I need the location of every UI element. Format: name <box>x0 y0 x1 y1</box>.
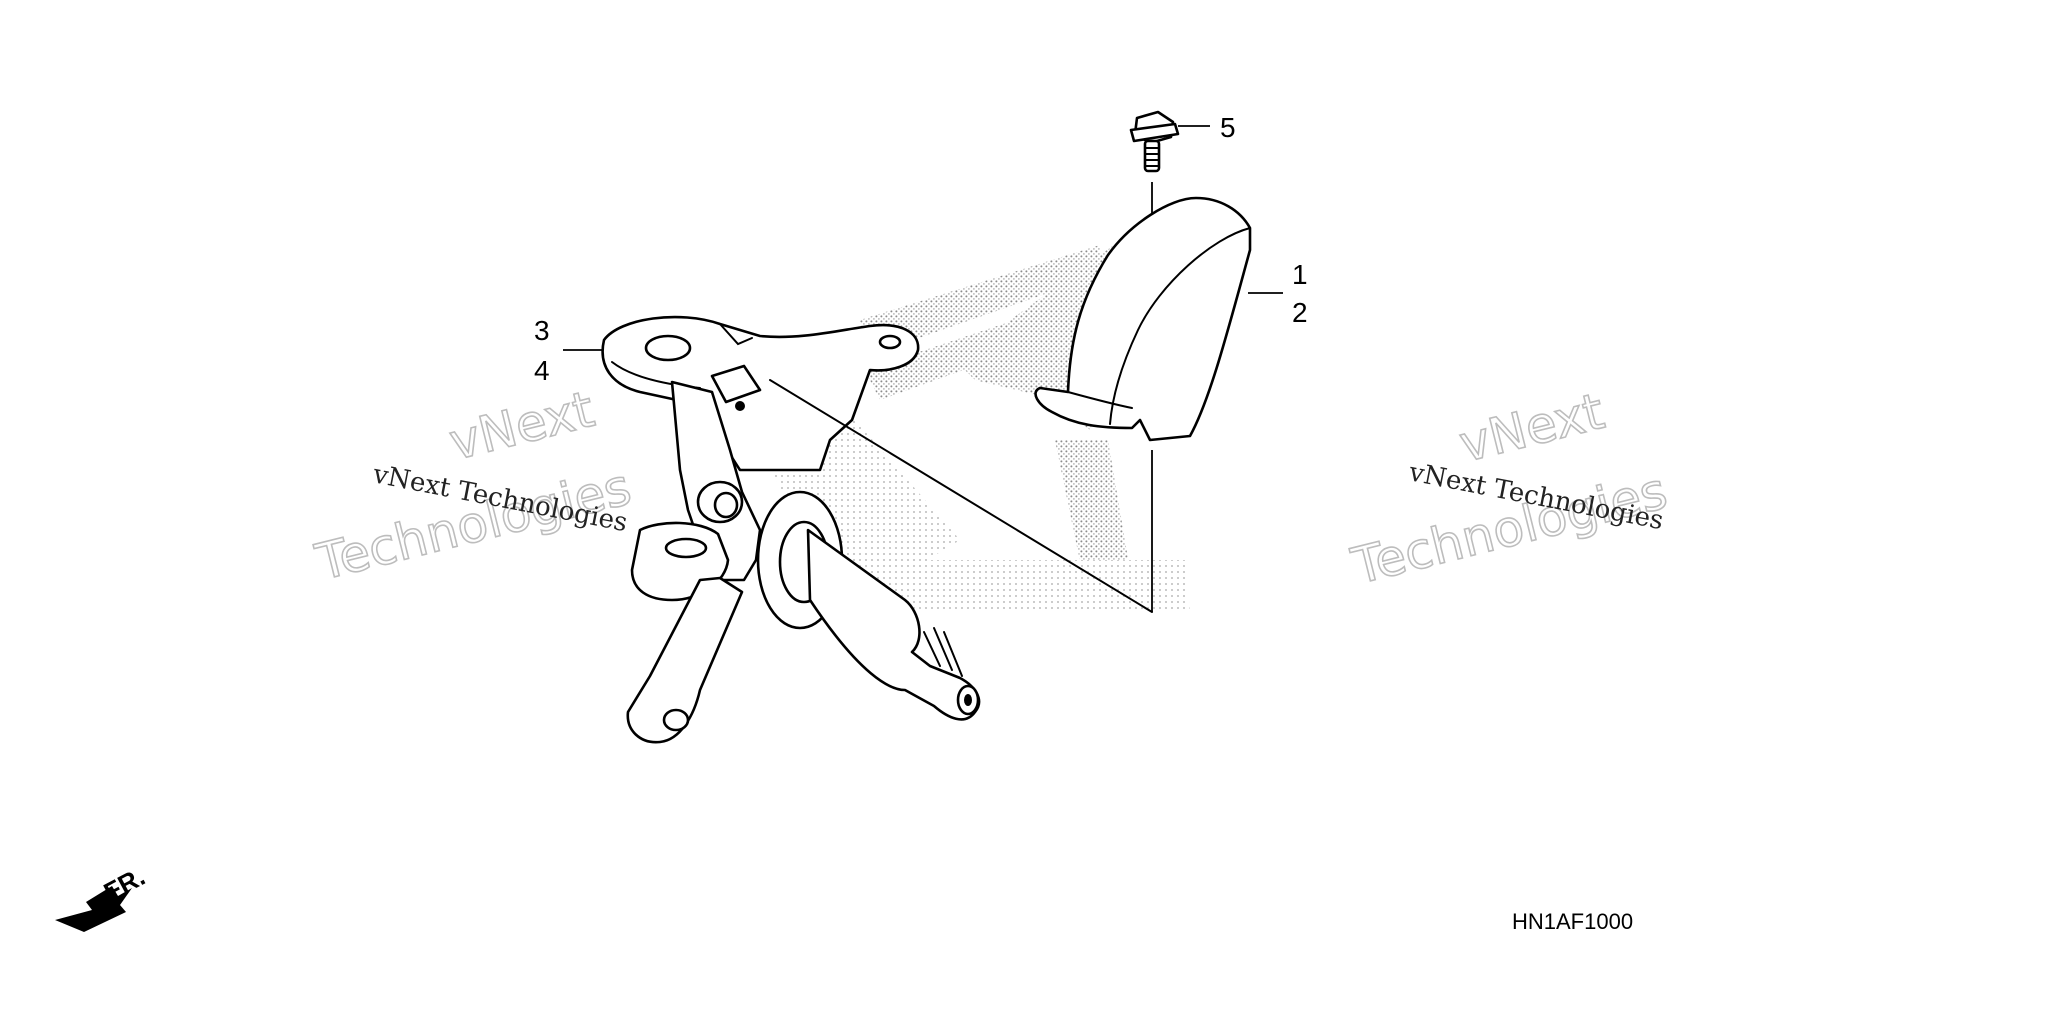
watermark-right: vNext Technologies vNext Technologies <box>1345 381 1673 596</box>
front-direction-arrow-icon: FR. <box>55 861 150 932</box>
knuckle-guard-part <box>1034 196 1252 442</box>
callout-1: 1 <box>1292 259 1308 290</box>
svg-text:vNext: vNext <box>444 380 600 472</box>
callout-5: 5 <box>1220 112 1236 143</box>
leader-lines <box>563 125 1283 612</box>
watermark-left: vNext Technologies vNext Technologies <box>309 379 637 592</box>
callout-3: 3 <box>534 315 550 346</box>
steering-knuckle-part <box>601 315 981 744</box>
diagram-code: HN1AF1000 <box>1512 909 1633 934</box>
bolt-part <box>1129 110 1180 173</box>
reference-line <box>769 379 1153 613</box>
callout-2: 2 <box>1292 297 1308 328</box>
svg-text:vNext: vNext <box>1454 382 1610 474</box>
callout-4: 4 <box>534 355 550 386</box>
